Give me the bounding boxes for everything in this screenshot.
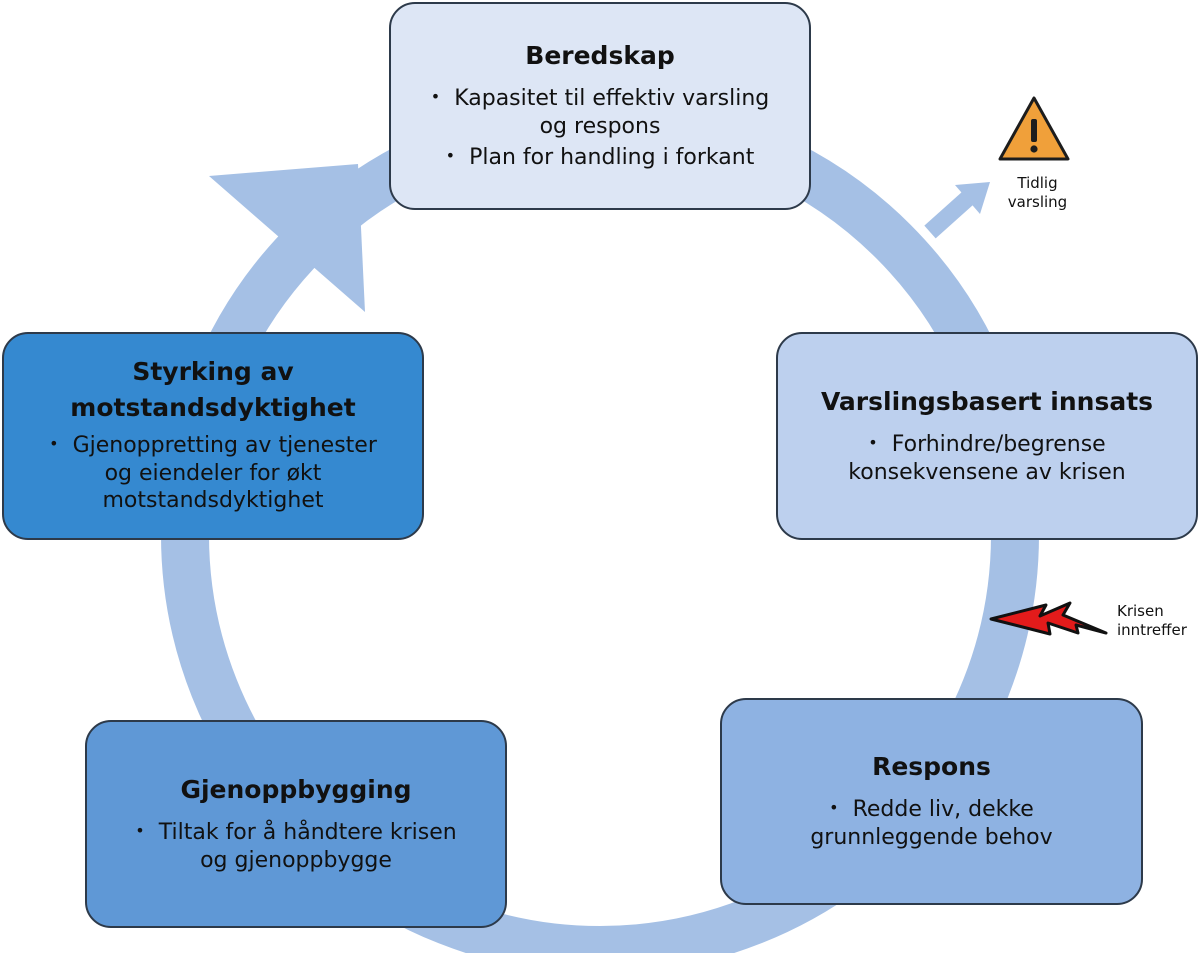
stage-gjenoppbygging: Gjenoppbygging Tiltak for å håndtere kri… [85,720,507,928]
bullet-item: Gjenoppretting av tjenester og eiendeler… [43,432,383,514]
stage-bullets: Gjenoppretting av tjenester og eiendeler… [43,432,383,518]
stage-bullets: Kapasitet til effektiv varsling og respo… [425,81,775,176]
crisis-label: Krisen inntreffer [1117,602,1187,639]
stage-varslingsbasert-innsats: Varslingsbasert innsats Forhindre/begren… [776,332,1198,540]
early-warning-arrow-shaft [924,191,974,239]
stage-title: Styrking av motstandsdyktighet [70,357,356,422]
stage-beredskap: Beredskap Kapasitet til effektiv varslin… [389,2,811,210]
stage-bullets: Forhindre/begrense konsekvensene av kris… [837,427,1137,490]
stage-title: Gjenoppbygging [180,774,412,804]
warning-triangle-icon [998,96,1070,161]
stage-title: Respons [872,752,991,781]
early-warning-arrowhead [955,182,990,214]
lightning-icon [989,601,1108,636]
stage-bullets: Tiltak for å håndtere krisen og gjenoppb… [121,815,471,878]
bullet-item: Plan for handling i forkant [425,144,775,172]
stage-styrking-av-motstandsdyktighet: Styrking av motstandsdyktighet Gjenoppre… [2,332,424,540]
stage-respons: Respons Redde liv, dekke grunnleggende b… [720,698,1143,905]
stage-bullets: Redde liv, dekke grunnleggende behov [797,792,1067,855]
bullet-item: Tiltak for å håndtere krisen og gjenoppb… [121,819,471,874]
bullet-item: Kapasitet til effektiv varsling og respo… [425,85,775,140]
cycle-arrowhead [209,164,365,312]
bullet-item: Forhindre/begrense konsekvensene av kris… [837,431,1137,486]
stage-title: Beredskap [525,40,675,70]
stage-title: Varslingsbasert innsats [820,386,1154,416]
bullet-item: Redde liv, dekke grunnleggende behov [797,796,1067,851]
early-warning-label: Tidlig varsling [1007,174,1068,211]
